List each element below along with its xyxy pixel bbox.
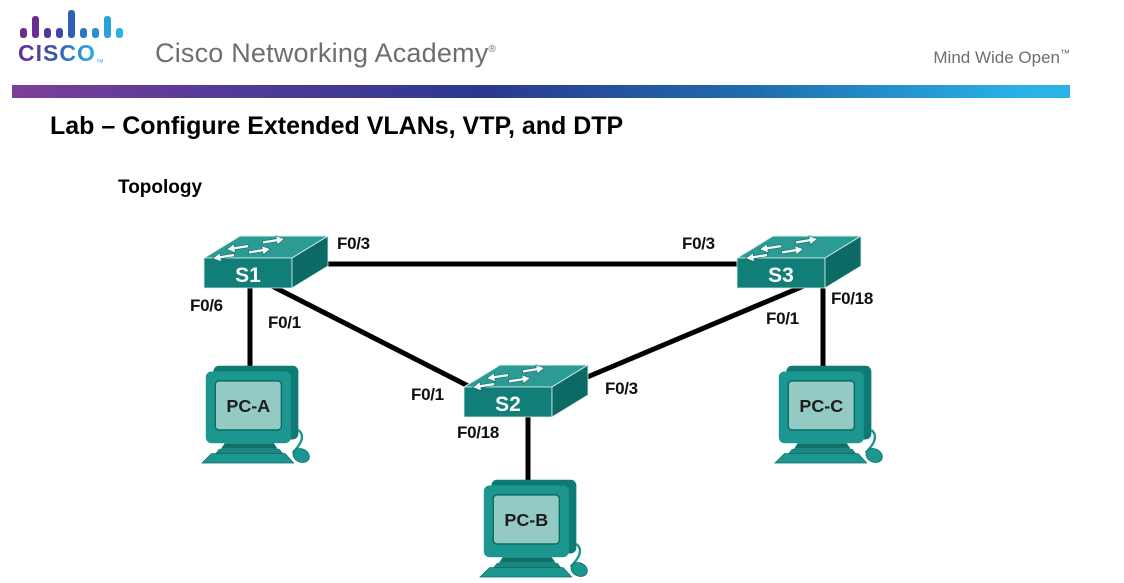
pc-icon: PC-B — [478, 478, 591, 578]
cisco-bridge-bars-icon — [20, 10, 148, 38]
link-s2-s3 — [584, 277, 819, 381]
device-switch-s2: S2 — [462, 355, 592, 421]
port-label-s2-f0-1: F0/1 — [411, 385, 444, 404]
page-title: Lab – Configure Extended VLANs, VTP, and… — [50, 112, 624, 140]
port-label-s1-f0-6: F0/6 — [190, 296, 223, 315]
device-switch-s1: S1 — [202, 226, 332, 292]
port-label-s1-f0-3: F0/3 — [337, 234, 370, 253]
port-label-s3-f0-3: F0/3 — [682, 234, 715, 253]
cisco-trademark: ™ — [95, 58, 104, 67]
pc-icon: PC-A — [200, 364, 313, 464]
device-label-pc-a: PC-A — [226, 396, 270, 416]
device-pc-b: PC-B — [476, 476, 604, 578]
academy-title: Cisco Networking Academy® — [155, 38, 497, 68]
device-label-s3: S3 — [768, 264, 794, 287]
device-label-s2: S2 — [495, 393, 521, 416]
cisco-wordmark: CISCO — [18, 40, 96, 66]
switch-icon: S1 — [202, 226, 332, 292]
device-pc-c: PC-C — [771, 362, 899, 464]
port-label-s2-f0-18: F0/18 — [457, 423, 499, 442]
port-label-s1-f0-1: F0/1 — [268, 313, 301, 332]
header-gradient-rule — [12, 85, 1070, 98]
device-label-pc-b: PC-B — [504, 510, 548, 530]
port-label-s3-f0-18: F0/18 — [831, 289, 873, 308]
switch-icon: S3 — [735, 226, 865, 292]
port-label-s3-f0-1: F0/1 — [766, 309, 799, 328]
topology-heading: Topology — [118, 177, 203, 198]
switch-icon: S2 — [462, 355, 592, 421]
tagline: Mind Wide Open™ — [933, 48, 1070, 67]
cisco-logo: CISCO™ — [18, 10, 148, 67]
device-pc-a: PC-A — [198, 362, 326, 464]
pc-icon: PC-C — [773, 364, 886, 464]
port-label-s2-f0-3: F0/3 — [605, 379, 638, 398]
tagline-trademark: ™ — [1060, 48, 1070, 60]
registered-mark: ® — [488, 44, 497, 55]
device-switch-s3: S3 — [735, 226, 865, 292]
link-s1-s2 — [270, 283, 482, 395]
device-label-pc-c: PC-C — [799, 396, 843, 416]
device-label-s1: S1 — [235, 264, 261, 287]
